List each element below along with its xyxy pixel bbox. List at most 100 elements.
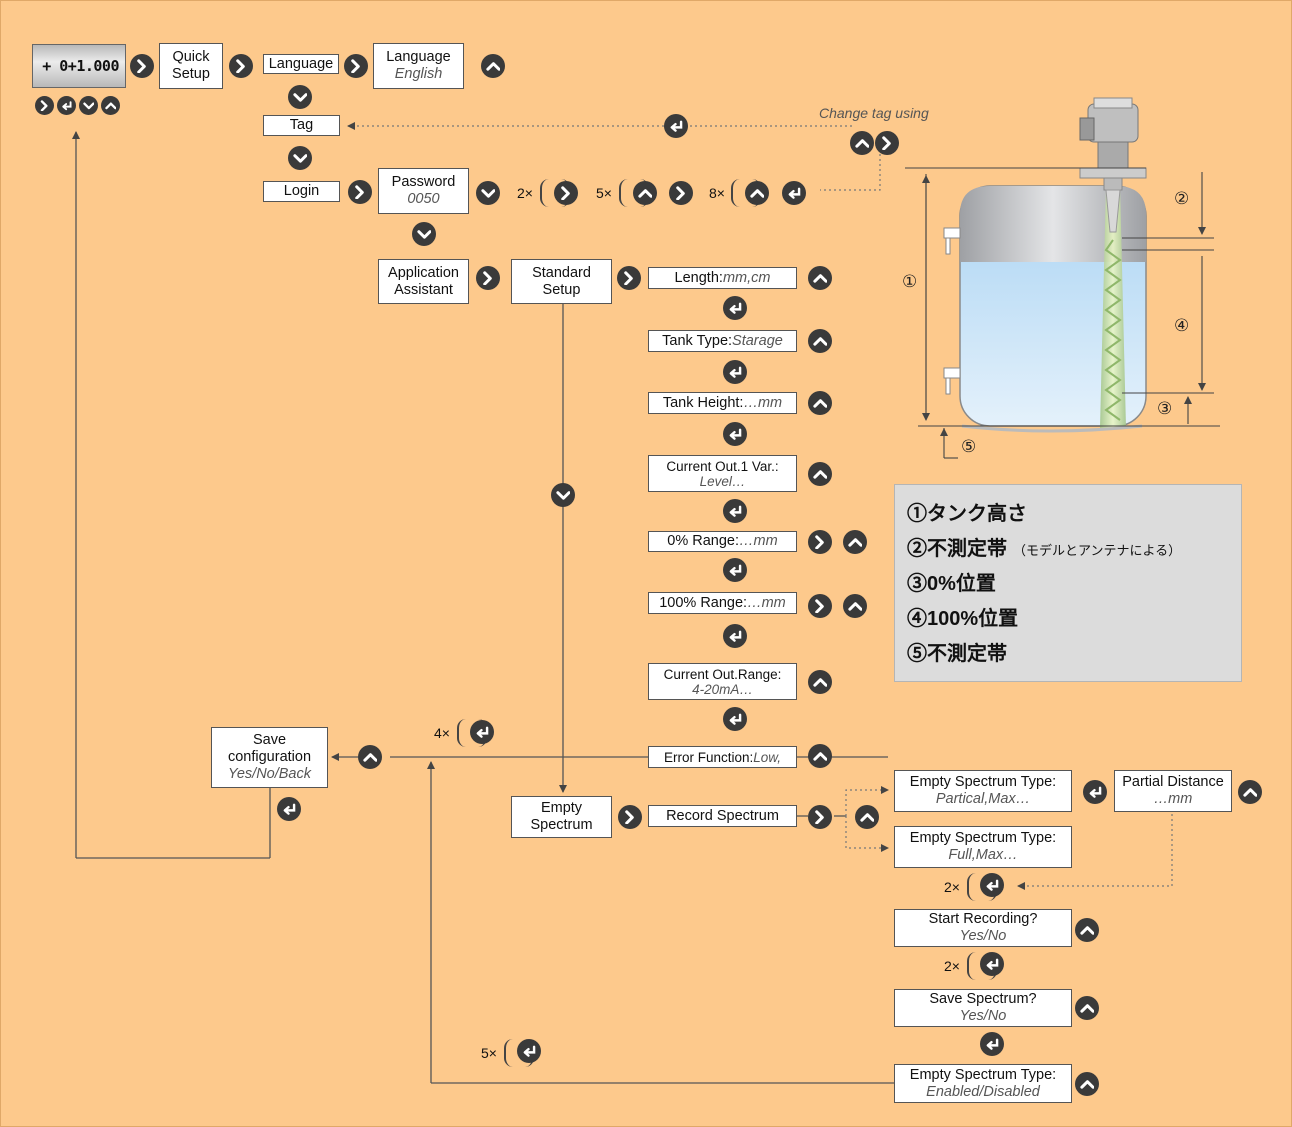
enter-icon — [664, 114, 688, 138]
enter-icon — [723, 624, 747, 648]
right-arrow-icon — [808, 805, 832, 829]
language-box[interactable]: Language — [263, 54, 339, 74]
language-label: Language — [268, 55, 334, 72]
current-out1-box[interactable]: Current Out.1 Var.: Level… — [648, 455, 797, 492]
range-100-value: …mm — [747, 594, 786, 611]
tank-type-box[interactable]: Tank Type:Starage — [648, 330, 797, 352]
error-function-label: Error Function: — [663, 749, 754, 765]
right-arrow-icon — [808, 530, 832, 554]
enter-icon — [723, 296, 747, 320]
save-spectrum-value: Yes/No — [959, 1008, 1007, 1024]
tank-label-2: ② — [1174, 189, 1190, 208]
empty-spectrum-type-enabled-box[interactable]: Empty Spectrum Type: Enabled/Disabled — [894, 1064, 1072, 1103]
empty-spectrum-line1: Empty — [540, 800, 583, 816]
quick-setup-box[interactable]: Quick Setup — [159, 43, 223, 89]
length-box[interactable]: Length:mm,cm — [648, 267, 797, 289]
enter-icon — [723, 422, 747, 446]
language-value: English — [394, 66, 443, 82]
up-arrow-icon — [808, 670, 832, 694]
enter-icon — [1083, 780, 1107, 804]
language-value-label: Language — [386, 49, 451, 65]
save-configuration-box[interactable]: Save configuration Yes/No/Back — [211, 727, 328, 788]
up-arrow-icon — [843, 530, 867, 554]
tank-height-box[interactable]: Tank Height:…mm — [648, 392, 797, 414]
up-arrow-icon — [358, 745, 382, 769]
est-partial-label: Empty Spectrum Type: — [909, 774, 1057, 790]
legend-item-4: ④100%位置 — [907, 602, 1241, 637]
tank-height-label: Tank Height: — [662, 394, 744, 411]
partial-distance-box[interactable]: Partial Distance …mm — [1114, 770, 1232, 812]
up-arrow-icon — [850, 131, 874, 155]
multiplier-2x-right: 2× — [517, 185, 533, 201]
right-arrow-icon — [344, 54, 368, 78]
up-arrow-icon — [481, 54, 505, 78]
up-arrow-icon — [633, 181, 657, 205]
tank-label-3: ③ — [1157, 399, 1173, 418]
up-arrow-icon — [843, 594, 867, 618]
change-tag-note: Change tag using — [819, 105, 929, 121]
standard-setup-line2: Setup — [542, 281, 581, 298]
legend-item-2: ②不測定帯（モデルとアンテナによる） — [907, 532, 1241, 567]
tag-box[interactable]: Tag — [263, 115, 340, 136]
enter-icon — [57, 96, 76, 115]
right-arrow-icon — [35, 96, 54, 115]
enter-icon — [723, 707, 747, 731]
tank-illustration — [943, 97, 1147, 433]
est-enabled-label: Empty Spectrum Type: — [909, 1066, 1057, 1083]
tag-label: Tag — [289, 117, 314, 133]
current-out1-label: Current Out.1 Var.: — [666, 458, 779, 474]
app-assistant-line1: Application — [388, 264, 459, 281]
empty-spectrum-type-full-box[interactable]: Empty Spectrum Type: Full,Max… — [894, 826, 1072, 868]
standard-setup-box[interactable]: Standard Setup — [511, 259, 612, 304]
up-arrow-icon — [808, 744, 832, 768]
tank-label-5: ⑤ — [961, 437, 977, 456]
est-enabled-value: Enabled/Disabled — [926, 1083, 1040, 1100]
up-arrow-icon — [1075, 1072, 1099, 1096]
range-0-box[interactable]: 0% Range:…mm — [648, 531, 797, 552]
save-config-line2: configuration — [227, 749, 312, 765]
tank-label-1: ① — [902, 272, 918, 291]
est-full-value: Full,Max… — [948, 847, 1018, 863]
legend-item-1: ①タンク高さ — [907, 497, 1241, 532]
enter-icon — [470, 720, 494, 744]
multiplier-8x-up: 8× — [709, 185, 725, 201]
tank-height-value: …mm — [743, 394, 783, 411]
right-arrow-icon — [808, 594, 832, 618]
enter-icon — [277, 797, 301, 821]
record-spectrum-label: Record Spectrum — [666, 807, 779, 824]
error-function-box[interactable]: Error Function:Low, — [648, 746, 797, 768]
password-box[interactable]: Password 0050 — [378, 168, 469, 214]
language-value-box[interactable]: Language English — [373, 43, 464, 89]
login-box[interactable]: Login — [263, 181, 340, 202]
empty-spectrum-type-partial-box[interactable]: Empty Spectrum Type: Partical,Max… — [894, 770, 1072, 812]
up-arrow-icon — [1238, 780, 1262, 804]
down-arrow-icon — [551, 483, 575, 507]
application-assistant-box[interactable]: Application Assistant — [378, 259, 469, 304]
legend-text-5: ⑤不測定帯 — [907, 643, 1007, 665]
enter-icon — [980, 873, 1004, 897]
current-out1-value: Level… — [699, 473, 746, 489]
current-out-range-box[interactable]: Current Out.Range: 4-20mA… — [648, 663, 797, 700]
length-label: Length: — [674, 269, 723, 286]
save-spectrum-box[interactable]: Save Spectrum? Yes/No — [894, 989, 1072, 1027]
start-recording-value: Yes/No — [959, 928, 1007, 944]
empty-spectrum-box[interactable]: Empty Spectrum — [511, 796, 612, 838]
range-100-label: 100% Range: — [659, 594, 748, 611]
start-recording-box[interactable]: Start Recording? Yes/No — [894, 909, 1072, 947]
enter-icon — [723, 499, 747, 523]
legend-panel: ①タンク高さ ②不測定帯（モデルとアンテナによる） ③0%位置 ④100%位置 … — [894, 484, 1242, 682]
legend-text-3: ③0%位置 — [907, 573, 996, 595]
range-100-box[interactable]: 100% Range:…mm — [648, 592, 797, 614]
right-arrow-icon — [618, 805, 642, 829]
record-spectrum-box[interactable]: Record Spectrum — [648, 805, 797, 827]
quick-setup-line2: Setup — [172, 66, 210, 82]
tank-type-value: Starage — [732, 332, 783, 349]
tank-type-label: Tank Type: — [662, 332, 733, 349]
down-arrow-icon — [412, 222, 436, 246]
enter-icon — [782, 181, 806, 205]
est-partial-value: Partical,Max… — [935, 791, 1031, 807]
right-arrow-icon — [669, 181, 693, 205]
legend-text-4: ④100%位置 — [907, 608, 1019, 630]
save-config-line1: Save — [252, 732, 287, 748]
standard-setup-line1: Standard — [532, 264, 591, 281]
